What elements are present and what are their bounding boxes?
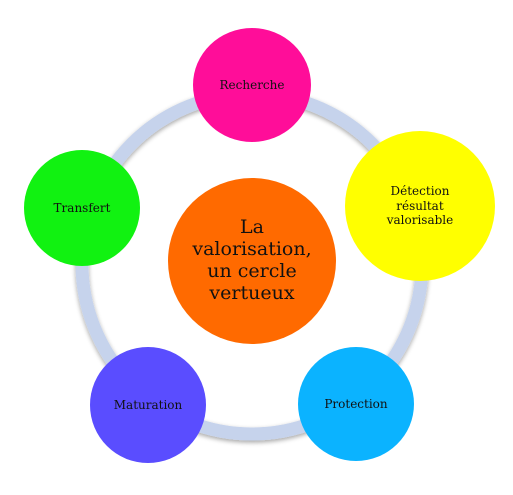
node-protection-label: Protection [324, 396, 388, 411]
node-recherche: Recherche [193, 28, 311, 142]
center-label: La valorisation, un cercle vertueux [192, 216, 312, 304]
node-transfert-label: Transfert [53, 200, 111, 215]
node-detection-label: Détection résultat valorisable [386, 184, 454, 228]
node-protection: Protection [298, 347, 414, 461]
node-recherche-label: Recherche [219, 77, 285, 92]
node-maturation-label: Maturation [113, 397, 183, 412]
node-maturation: Maturation [90, 347, 206, 463]
node-detection: Détection résultat valorisable [345, 131, 495, 281]
node-transfert: Transfert [24, 150, 140, 266]
center-circle: La valorisation, un cercle vertueux [168, 178, 336, 344]
